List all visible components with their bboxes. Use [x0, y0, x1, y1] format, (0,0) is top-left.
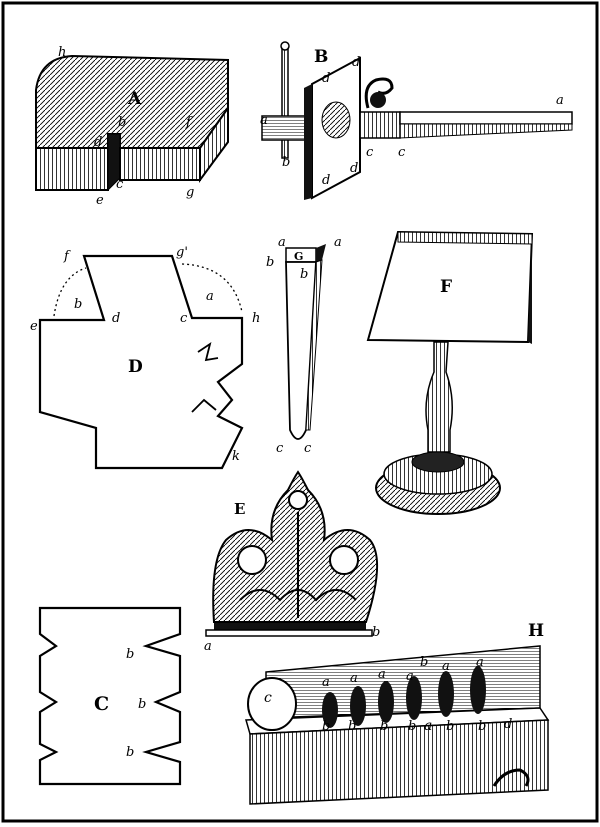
figure-g-letter-b1: b: [266, 255, 274, 270]
figure-h-bot-b6: b: [478, 719, 486, 734]
figure-b-caption: B: [314, 47, 328, 67]
figure-g-chisel: G a a b b c c: [266, 235, 342, 456]
figure-b-letter-d2: d: [352, 55, 360, 70]
figure-b-marking-gauge: B a b a c c d d d d: [260, 41, 573, 200]
figure-b-letter-b: b: [282, 155, 290, 170]
figure-d-letter-g: g': [176, 245, 188, 260]
figure-g-letter-c2: c: [304, 441, 312, 456]
figure-c-caption: C: [94, 693, 109, 715]
figure-h-caption: H: [528, 621, 544, 641]
figure-h-bot-b3: b: [380, 719, 388, 734]
figure-h-bot-b4: b: [408, 719, 416, 734]
figure-a-letter-d: d: [94, 135, 102, 150]
figure-h-bot-b5: b: [446, 719, 454, 734]
figure-d-letter-d: d: [112, 311, 120, 326]
figure-h-top-a1: a: [322, 675, 330, 690]
figure-d-pattern: D f g' a b d e c h k: [30, 245, 260, 470]
figure-d-letter-c: c: [180, 311, 188, 326]
figure-g-caption: G: [294, 250, 303, 263]
figure-f-stand: F: [366, 230, 534, 515]
figure-g-letter-b2: b: [300, 267, 308, 282]
figure-h-bot-b1: b: [322, 719, 330, 734]
figure-c-letter-b1: b: [126, 647, 134, 662]
figure-d-caption: D: [128, 357, 143, 377]
figure-g-letter-a1: a: [278, 235, 286, 250]
figure-a-letter-f: f: [185, 115, 193, 130]
figure-a-block: A h b f d c e g: [35, 45, 229, 208]
figure-h-letter-c: c: [264, 690, 272, 706]
figure-c-plate: C b b b: [38, 606, 182, 786]
figure-b-letter-d4: d: [350, 161, 358, 176]
figure-g-letter-a2: a: [334, 235, 342, 250]
figure-b-letter-a-left: a: [260, 113, 268, 128]
figure-d-letter-a: a: [206, 289, 214, 304]
figure-g-letter-c1: c: [276, 441, 284, 456]
figure-e-letter-b: b: [372, 625, 380, 640]
figure-d-letter-k: k: [232, 449, 240, 464]
figure-f-caption: F: [440, 277, 452, 297]
figure-a-letter-c: c: [116, 177, 124, 192]
figure-h-top-a4: a: [442, 659, 450, 674]
figure-h-bot-d: d: [504, 717, 512, 732]
figure-d-letter-h: h: [252, 311, 260, 326]
figure-h-rack: H c a a a b a a a b b b b a b b d: [245, 621, 550, 805]
figure-h-top-a2: a: [350, 671, 358, 686]
figure-b-letter-c1: c: [366, 145, 374, 160]
figure-h-top-a3: a: [378, 667, 386, 682]
figure-a-letter-g: g: [186, 185, 194, 200]
figure-h-bot-a: a: [424, 718, 432, 734]
figure-h-top-a6: a: [406, 669, 414, 684]
figure-a-letter-e: e: [96, 193, 104, 208]
figure-c-letter-b3: b: [126, 745, 134, 760]
figure-b-letter-d1: d: [322, 71, 330, 86]
figure-d-letter-f: f: [63, 249, 71, 264]
figure-a-letter-h: h: [58, 45, 66, 60]
figure-b-letter-d3: d: [322, 173, 330, 188]
figure-h-bot-b2: b: [348, 719, 356, 734]
figure-c-letter-b2: b: [138, 697, 146, 712]
figure-b-letter-a-right: a: [556, 93, 564, 108]
figure-h-top-a5: a: [476, 655, 484, 670]
figure-a-letter-b: b: [118, 115, 126, 130]
figure-h-top-b: b: [420, 655, 428, 670]
figure-e-letter-a: a: [204, 639, 212, 654]
figure-e-ornament: E a b: [204, 470, 380, 654]
figure-h-slots: [322, 666, 486, 728]
figure-d-letter-b: b: [74, 297, 82, 312]
figure-a-caption: A: [127, 89, 142, 109]
figure-b-letter-c2: c: [398, 145, 406, 160]
figure-d-letter-e: e: [30, 319, 38, 334]
figure-e-caption: E: [234, 500, 245, 518]
